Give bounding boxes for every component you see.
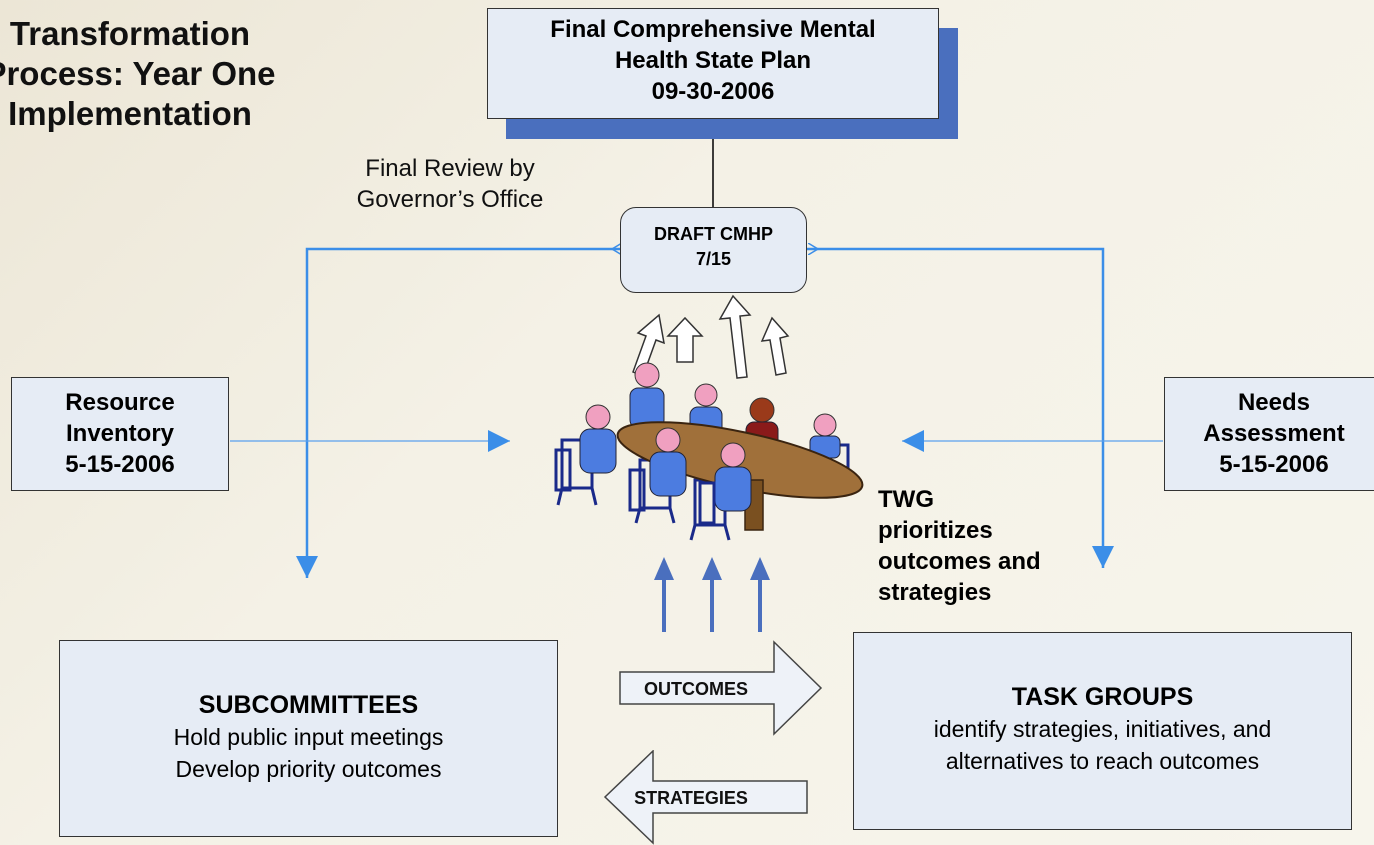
needs-assessment-box: Needs Assessment 5-15-2006 [1164,377,1374,491]
meeting-table-illustration [554,362,864,541]
title-line-2: Process: Year One [0,55,276,92]
twg-line-3: outcomes and [878,548,1041,575]
final-review-line-1: Final Review by [365,155,535,182]
front-people [579,404,752,512]
task-groups-line-2: alternatives to reach outcomes [945,748,1260,774]
title-line-3: Implementation [8,95,252,132]
needs-assessment-line-1: Needs [1237,389,1311,416]
title-line-1: Transformation [9,15,251,52]
subcommittees-line-2: Develop priority outcomes [175,756,442,782]
final-review-label: Final Review by Governor’s Office [340,153,560,215]
subcommittees-line-1: Hold public input meetings [173,724,444,750]
outcomes-arrow: OUTCOMES [619,640,823,736]
outcomes-arrow-label: OUTCOMES [644,679,748,699]
final-plan-box: Final Comprehensive Mental Health State … [487,8,939,119]
task-groups-heading: TASK GROUPS [1011,683,1194,711]
diagram-title: Transformation Process: Year One Impleme… [0,14,300,134]
resource-inventory-box: Resource Inventory 5-15-2006 [11,377,229,491]
draft-cmhp-date: 7/15 [695,249,732,269]
resource-inventory-line-2: Inventory [65,420,175,447]
twg-label: TWG prioritizes outcomes and strategies [878,484,1041,608]
twg-line-2: prioritizes [878,517,993,544]
final-plan-line-2: Health State Plan [614,47,812,74]
resource-inventory-date: 5-15-2006 [65,451,175,478]
hollow-up-arrows [632,294,790,379]
needs-assessment-line-2: Assessment [1203,420,1345,447]
task-groups-line-1: identify strategies, initiatives, and [933,716,1272,742]
needs-assessment-date: 5-15-2006 [1219,451,1329,478]
final-review-line-2: Governor’s Office [356,186,544,213]
draft-cmhp-box: DRAFT CMHP 7/15 [620,207,807,293]
resource-inventory-line-1: Resource [65,389,175,416]
subcommittees-heading: SUBCOMMITTEES [198,691,419,719]
strategies-arrow-label: STRATEGIES [634,788,748,808]
final-plan-date: 09-30-2006 [651,78,775,105]
draft-cmhp-title: DRAFT CMHP [654,224,773,244]
twg-line-4: strategies [878,579,992,606]
subcommittees-box: SUBCOMMITTEES Hold public input meetings… [59,640,558,837]
final-plan-line-1: Final Comprehensive Mental [550,16,876,43]
up-arrows [654,557,770,632]
strategies-arrow: STRATEGIES [603,750,808,845]
twg-line-1: TWG [878,486,934,513]
task-groups-box: TASK GROUPS identify strategies, initiat… [853,632,1352,830]
